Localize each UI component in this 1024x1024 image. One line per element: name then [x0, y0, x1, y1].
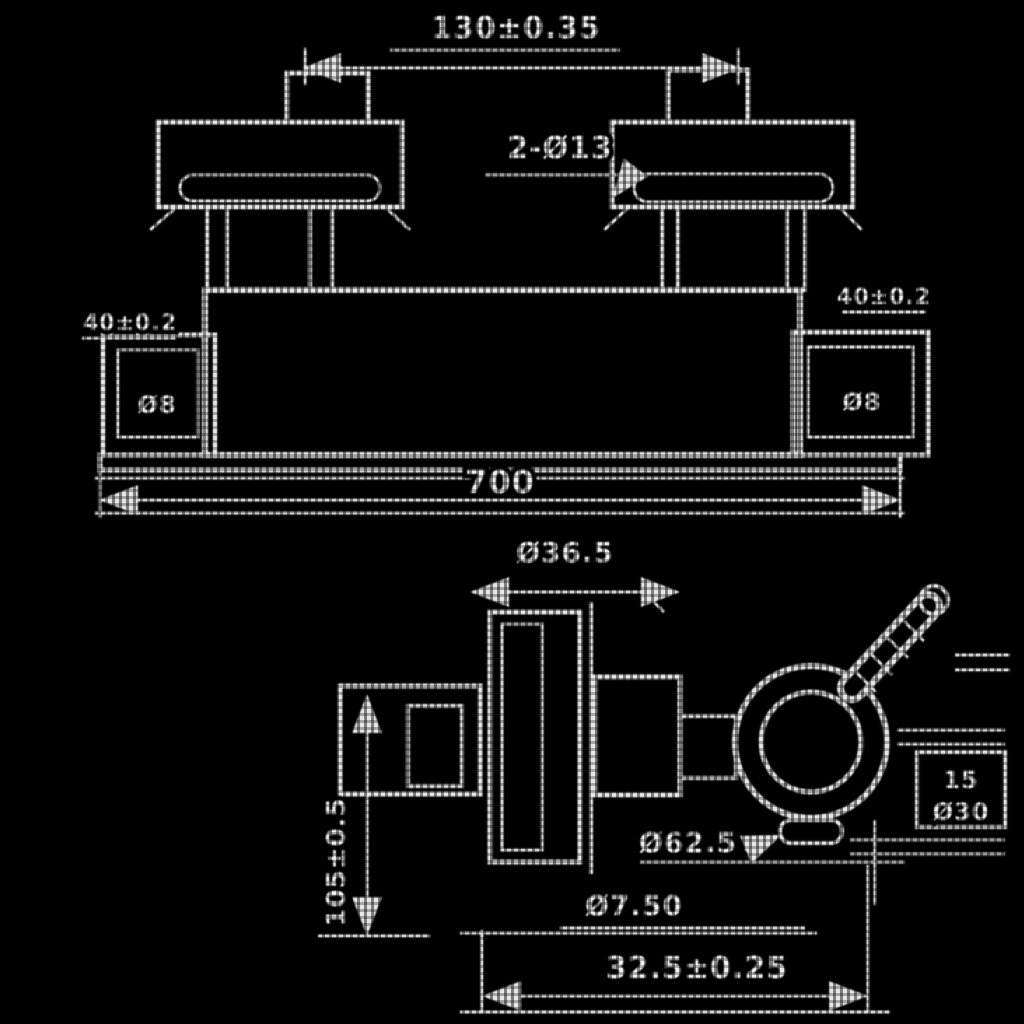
left-bracket-dim-label: 40±0.2 — [83, 311, 177, 336]
left-arm — [337, 683, 483, 797]
handle-hatch — [854, 619, 926, 694]
right-post — [665, 67, 751, 125]
right-block-leg-1 — [660, 205, 680, 292]
right-block-slot — [632, 172, 835, 204]
left-arm-block — [406, 704, 464, 788]
handle-knob — [918, 584, 950, 616]
side-top-dim-label: Ø36.5 — [516, 536, 614, 569]
left-post — [284, 70, 371, 125]
overall-width-dim-label: 700 — [465, 463, 535, 501]
clamp-nut — [778, 818, 844, 845]
center-column-inner — [500, 622, 544, 852]
main-bar — [202, 287, 803, 458]
shaft — [678, 714, 738, 780]
left-block-leg-2 — [308, 205, 334, 292]
center-hole-leader — [485, 158, 648, 199]
base-width-dim-label: 32.5±0.25 — [606, 951, 788, 986]
right-block-leg-2 — [785, 205, 807, 292]
center-column — [487, 609, 583, 865]
center-hole-label: 2-Ø13 — [507, 131, 613, 166]
left-bracket-inner — [116, 348, 200, 439]
front-view — [82, 48, 931, 518]
right-bracket-inner — [806, 345, 915, 439]
height-dimension — [318, 694, 430, 938]
shaft-dia-dim-label: Ø7.50 — [585, 889, 683, 922]
right-bracket-dim-label: 40±0.2 — [837, 285, 931, 310]
right-bracket-mark: Ø8 — [842, 388, 881, 416]
right-dim-row2-label: Ø30 — [933, 798, 990, 826]
side-view — [318, 577, 1010, 1014]
height-dim-label: 105±0.5 — [322, 797, 352, 926]
right-arm — [592, 674, 683, 798]
fillet-ticks — [149, 204, 864, 232]
right-block — [609, 119, 856, 210]
right-bracket — [790, 329, 931, 458]
left-block-slot — [178, 173, 382, 203]
wheel-dia-dim-label: Ø62.5 — [639, 826, 737, 859]
left-bracket-mark: Ø8 — [137, 391, 176, 419]
right-dim-row1-label: 15 — [943, 766, 978, 794]
left-bracket — [100, 332, 218, 458]
top-width-dim-label: 130±0.35 — [431, 11, 601, 46]
handwheel-inner — [758, 689, 864, 795]
top-width-dimension — [302, 48, 741, 85]
bottom-dimensions — [460, 834, 905, 1014]
side-top-dimension — [470, 577, 680, 614]
overall-width-dimension — [95, 468, 905, 518]
left-block — [155, 119, 405, 210]
left-block-leg-1 — [205, 205, 229, 292]
handle-lever — [837, 584, 950, 703]
